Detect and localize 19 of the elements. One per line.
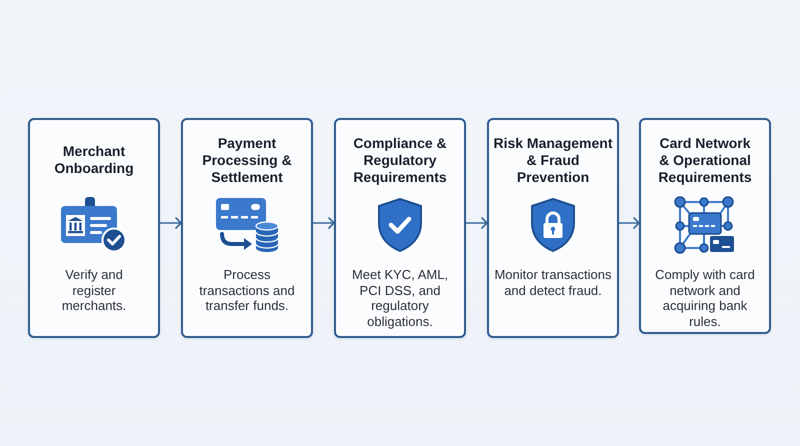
card-heading: Card Network & Operational Requirements bbox=[657, 134, 753, 186]
card-heading: Compliance & Regulatory Requirements bbox=[352, 134, 448, 186]
card-description: Verify and register merchants. bbox=[60, 267, 128, 314]
arrow bbox=[160, 217, 182, 229]
step-card bbox=[334, 118, 466, 338]
card-description: Comply with card network and acquiring bank rules. bbox=[654, 267, 756, 329]
arrow bbox=[466, 217, 488, 229]
card-heading: Risk Management & Fraud Prevention bbox=[492, 134, 614, 186]
step-card bbox=[181, 118, 313, 338]
card-description: Monitor transactions and detect fraud. bbox=[493, 267, 613, 298]
card-heading: Payment Processing & Settlement bbox=[201, 134, 293, 186]
card-heading: Merchant Onboarding bbox=[53, 143, 135, 177]
step-card bbox=[487, 118, 619, 338]
arrow bbox=[619, 217, 640, 229]
arrow bbox=[313, 217, 335, 229]
step-card bbox=[28, 118, 160, 338]
card-description: Meet KYC, AML, PCI DSS, and regulatory obligations. bbox=[350, 267, 450, 329]
card-description: Process transactions and transfer funds. bbox=[198, 267, 296, 314]
step-card bbox=[639, 118, 771, 334]
